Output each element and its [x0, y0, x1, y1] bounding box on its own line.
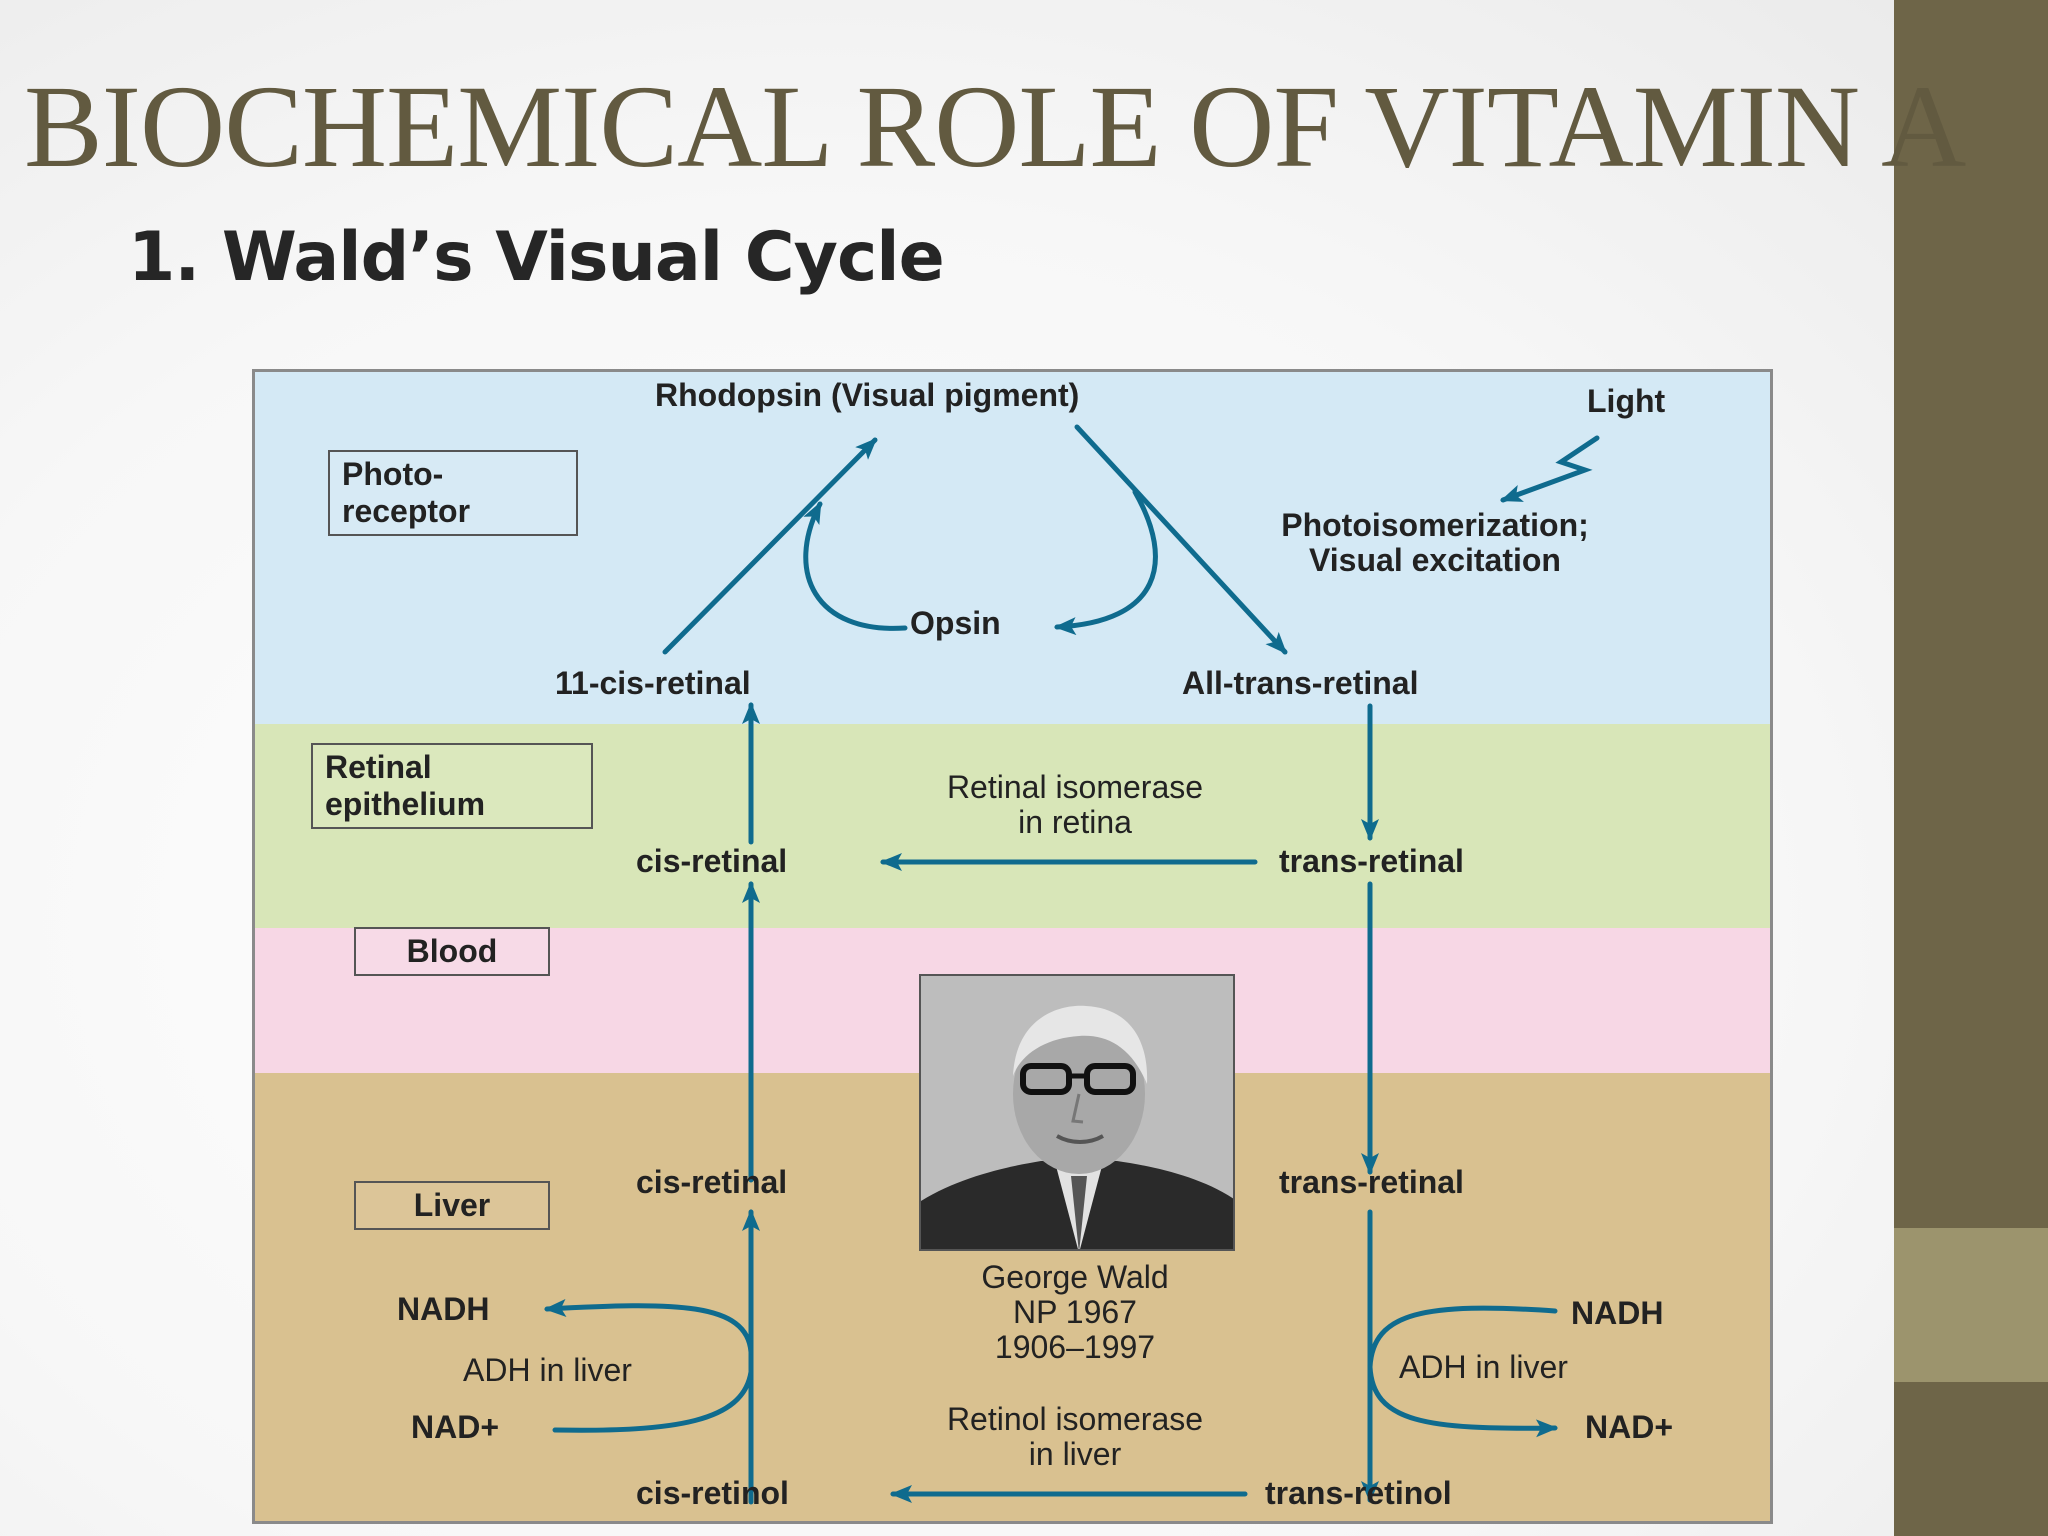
epithelium-cis-retinal-label: cis-retinal — [636, 843, 788, 879]
cis-retinol-label: cis-retinol — [636, 1475, 789, 1511]
sidebar-accent — [1894, 1228, 2048, 1382]
all-trans-retinal-label: All-trans-retinal — [1182, 665, 1419, 701]
retinal-isomerase-label: Retinal isomerase in retina — [875, 769, 1275, 841]
slide-subtitle: 1. Wald’s Visual Cycle — [128, 218, 945, 297]
liver-cis-retinal-label: cis-retinal — [636, 1164, 788, 1200]
arrow-adh-left-nadh — [544, 1298, 754, 1355]
retinol-isomerase-line-2: in liver — [1028, 1436, 1122, 1473]
opsin-label: Opsin — [910, 605, 1001, 641]
retinol-isomerase-line-1: Retinol isomerase — [946, 1401, 1204, 1437]
arrow-adh-right-nadh — [1367, 1305, 1558, 1370]
light-bolt — [1500, 435, 1600, 503]
photoisomerization-line-2: Visual excitation — [1309, 542, 1561, 579]
retinal-isomerase-line-1: Retinal isomerase — [946, 769, 1204, 805]
eleven-cis-retinal-label: 11-cis-retinal — [555, 665, 751, 701]
arrow-cis-to-rhodopsin — [662, 437, 878, 655]
liver-trans-retinal-label: trans-retinal — [1279, 1164, 1464, 1200]
arrow-adh-left-nad — [552, 1369, 754, 1433]
george-wald-name: George Wald — [981, 1259, 1169, 1295]
photoreceptor-line-1: Photo- — [342, 456, 444, 492]
visual-cycle-diagram: Photo- receptor Retinal epithelium Blood… — [252, 369, 1773, 1524]
nadh-left-label: NADH — [397, 1291, 490, 1327]
adh-left-label: ADH in liver — [463, 1352, 632, 1388]
nad-right-label: NAD+ — [1585, 1409, 1674, 1445]
retinal-epithelium-box: Retinal epithelium — [311, 743, 593, 829]
arrow-rhodopsin-to-opsin — [1054, 489, 1158, 636]
nad-left-label: NAD+ — [411, 1409, 500, 1445]
photoisomerization-label: Photoisomerization; Visual excitation — [1215, 507, 1655, 579]
george-wald-prize: NP 1967 — [1013, 1294, 1137, 1331]
portrait-image — [921, 976, 1233, 1249]
adh-right-label: ADH in liver — [1399, 1349, 1568, 1385]
photoreceptor-line-2: receptor — [342, 492, 471, 529]
retinal-isomerase-line-2: in retina — [1018, 804, 1132, 841]
arrow-rhodopsin-to-trans — [1074, 424, 1288, 655]
cycle-arrows — [544, 424, 1600, 1505]
photoreceptor-box: Photo- receptor — [328, 450, 578, 536]
trans-retinol-label: trans-retinol — [1265, 1475, 1452, 1511]
zone-photoreceptor — [255, 372, 1770, 724]
zone-retinal-epithelium — [255, 724, 1770, 928]
arrow-opsin-to-rhodopsin — [803, 501, 908, 631]
retinal-epithelium-line-2: epithelium — [325, 785, 486, 822]
photoisomerization-line-1: Photoisomerization; — [1281, 507, 1589, 543]
arrow-adh-right-nad — [1367, 1364, 1558, 1438]
george-wald-years: 1906–1997 — [994, 1329, 1156, 1366]
light-label: Light — [1587, 383, 1666, 419]
slide-title: BIOCHEMICAL ROLE OF VITAMIN A — [24, 61, 1966, 192]
george-wald-portrait — [919, 974, 1235, 1251]
rhodopsin-label: Rhodopsin (Visual pigment) — [655, 377, 1080, 413]
liver-box: Liver — [354, 1181, 550, 1230]
blood-box: Blood — [354, 927, 550, 976]
george-wald-caption: George Wald NP 1967 1906–1997 — [915, 1259, 1235, 1366]
retinal-epithelium-line-1: Retinal — [325, 749, 432, 785]
nadh-right-label: NADH — [1571, 1295, 1664, 1331]
epithelium-trans-retinal-label: trans-retinal — [1279, 843, 1464, 879]
retinol-isomerase-label: Retinol isomerase in liver — [875, 1401, 1275, 1473]
